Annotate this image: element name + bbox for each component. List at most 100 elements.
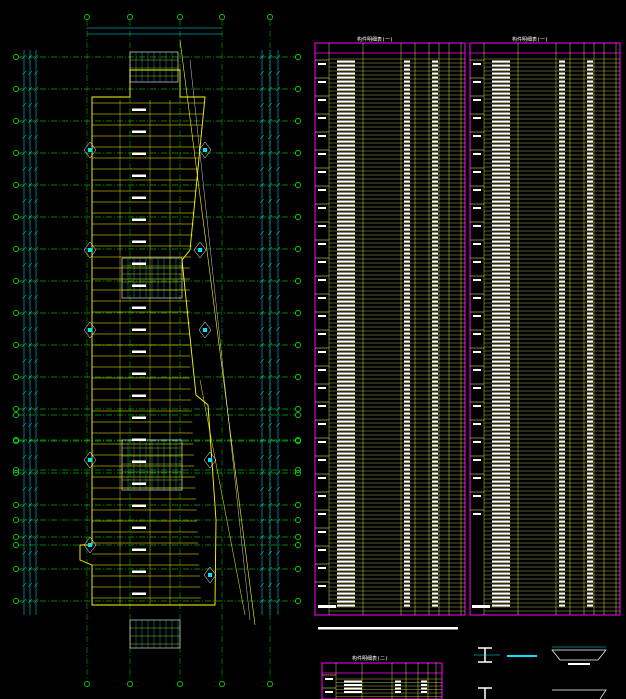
dimension-tick <box>275 358 281 364</box>
left-schedule-cell-text <box>432 464 438 467</box>
left-schedule-cell-text <box>432 132 438 135</box>
left-schedule-cell-text <box>337 472 355 475</box>
bottom-schedule-cell-text <box>395 680 401 683</box>
left-schedule-cell-text <box>432 492 438 495</box>
left-schedule-cell-text <box>404 544 410 547</box>
right-schedule-cell-text <box>559 260 565 263</box>
bottom-schedule-cell-text <box>421 684 427 686</box>
right-schedule-cell-text <box>587 444 593 447</box>
right-schedule-cell-text <box>559 396 565 399</box>
left-schedule-cell-text <box>404 312 410 315</box>
right-schedule-cell-text <box>587 60 593 63</box>
right-schedule-cell-text <box>559 244 565 247</box>
left-schedule-cell-text <box>404 572 410 575</box>
left-schedule-cell-text <box>432 452 438 455</box>
grid-bubble <box>295 214 301 220</box>
right-schedule-cell-text <box>559 360 565 363</box>
right-schedule-group-label <box>473 279 481 281</box>
site-boundary-line <box>179 39 256 626</box>
beam-label <box>132 328 146 331</box>
left-schedule-cell-text <box>432 448 438 451</box>
right-schedule-cell-text <box>587 428 593 431</box>
dimension-tick <box>259 518 265 524</box>
dimension-tick <box>27 598 33 604</box>
grid-bubble <box>295 502 301 508</box>
right-schedule-cell-text <box>559 140 565 143</box>
stair-core <box>129 619 181 649</box>
left-schedule-cell-text <box>337 520 355 523</box>
left-schedule-cell-text <box>404 440 410 443</box>
right-schedule-cell-text <box>587 396 593 399</box>
right-schedule-cell-text <box>492 548 510 551</box>
dimension-tick <box>267 102 273 108</box>
beam-label <box>132 504 146 507</box>
i-beam-section-icon <box>478 687 492 699</box>
right-schedule-cell-text <box>559 152 565 155</box>
left-schedule-cell-text <box>337 136 355 139</box>
left-schedule-cell-text <box>337 180 355 183</box>
plate-section-icon <box>552 689 607 699</box>
beam-label <box>132 416 146 419</box>
left-schedule-cell-text <box>432 380 438 383</box>
right-schedule-cell-text <box>559 288 565 291</box>
right-schedule-cell-text <box>559 532 565 535</box>
right-schedule-cell-text <box>587 300 593 303</box>
right-schedule-cell-text <box>587 432 593 435</box>
right-schedule-cell-text <box>492 164 510 167</box>
left-schedule-cell-text <box>432 412 438 415</box>
left-schedule-cell-text <box>404 292 410 295</box>
column-marker <box>203 328 207 332</box>
dimension-tick <box>275 230 281 236</box>
left-schedule-cell-text <box>432 276 438 279</box>
left-schedule-cell-text <box>432 600 438 603</box>
right-schedule-cell-text <box>492 204 510 207</box>
right-schedule-cell-text <box>559 144 565 147</box>
left-schedule-cell-text <box>432 408 438 411</box>
dimension-tick <box>27 214 33 220</box>
left-schedule-cell-text <box>432 220 438 223</box>
right-schedule-cell-text <box>559 564 565 567</box>
dimension-tick <box>275 294 281 300</box>
right-schedule-cell-text <box>492 532 510 535</box>
left-schedule-cell-text <box>337 584 355 587</box>
right-schedule-cell-text <box>559 368 565 371</box>
left-schedule-cell-text <box>432 124 438 127</box>
left-schedule-cell-text <box>337 196 355 199</box>
right-schedule-cell-text <box>587 344 593 347</box>
right-schedule-cell-text <box>492 360 510 363</box>
beam-label <box>132 262 146 265</box>
dimension-tick <box>27 118 33 124</box>
left-schedule-cell-text <box>337 392 355 395</box>
left-schedule-cell-text <box>337 88 355 91</box>
right-schedule-group-label <box>473 387 481 389</box>
right-schedule-cell-text <box>492 60 510 63</box>
left-schedule-cell-text <box>337 64 355 67</box>
right-schedule-cell-text <box>559 188 565 191</box>
dimension-tick <box>275 262 281 268</box>
right-schedule-cell-text <box>559 508 565 511</box>
left-schedule-cell-text <box>432 288 438 291</box>
right-schedule-group-label <box>473 477 481 479</box>
dimension-tick <box>33 358 39 364</box>
dimension-tick <box>275 502 281 508</box>
left-schedule-cell-text <box>337 320 355 323</box>
left-schedule-cell-text <box>432 216 438 219</box>
dimension-tick <box>33 166 39 172</box>
dimension-tick <box>21 438 27 444</box>
left-schedule-cell-text <box>432 240 438 243</box>
dimension-tick <box>275 326 281 332</box>
bottom-table-title: 构件明细表(二) <box>352 655 388 662</box>
dimension-tick <box>21 470 27 476</box>
right-schedule-cell-text <box>587 532 593 535</box>
right-schedule-cell-text <box>587 188 593 191</box>
floor-plan <box>13 14 301 687</box>
right-schedule-cell-text <box>492 256 510 259</box>
right-schedule-cell-text <box>492 196 510 199</box>
right-schedule-cell-text <box>559 576 565 579</box>
dimension-tick <box>27 566 33 572</box>
right-schedule-cell-text <box>492 68 510 71</box>
right-schedule-cell-text <box>559 528 565 531</box>
left-schedule-cell-text <box>404 220 410 223</box>
dimension-tick <box>267 390 273 396</box>
right-schedule-group-label <box>473 117 481 119</box>
